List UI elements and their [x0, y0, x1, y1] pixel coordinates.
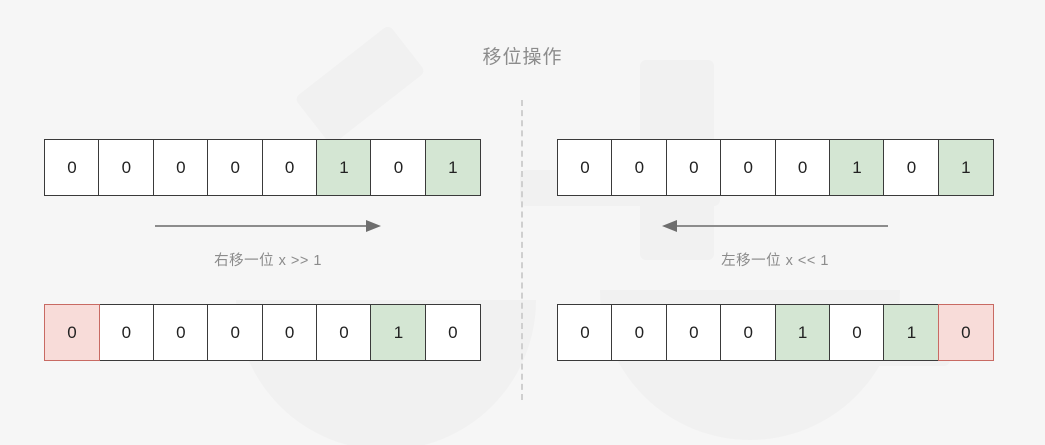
- bit-cell: 0: [665, 139, 722, 196]
- bit-cell: 0: [261, 304, 318, 361]
- panel-divider: [521, 100, 523, 400]
- bit-cell: 0: [152, 139, 209, 196]
- bit-cell: 0: [883, 139, 940, 196]
- bit-cell: 0: [720, 304, 777, 361]
- bit-cell: 0: [44, 304, 100, 361]
- page-title: 移位操作: [482, 47, 563, 68]
- bit-cell: 0: [316, 304, 373, 361]
- bit-cell: 1: [883, 304, 940, 361]
- bit-cell: 0: [424, 304, 481, 361]
- bit-cell: 0: [774, 139, 831, 196]
- bit-cell: 0: [665, 304, 722, 361]
- bit-cell: 0: [557, 304, 613, 361]
- bit-cell: 1: [774, 304, 831, 361]
- bit-cell: 0: [829, 304, 886, 361]
- bit-cell: 0: [98, 304, 155, 361]
- bit-cell: 0: [557, 139, 613, 196]
- bit-cell: 0: [152, 304, 209, 361]
- bit-cell: 0: [207, 139, 264, 196]
- bit-cell: 0: [98, 139, 155, 196]
- bit-cell: 0: [207, 304, 264, 361]
- bit-cell: 1: [937, 139, 994, 196]
- right-panel-operation-label: 左移一位 x << 1: [721, 253, 829, 269]
- bit-cell: 0: [44, 139, 100, 196]
- arrow-right-icon: [155, 217, 381, 235]
- bit-cell: 0: [370, 139, 427, 196]
- bit-cell: 1: [316, 139, 373, 196]
- bit-cell: 0: [261, 139, 318, 196]
- bit-cell: 0: [611, 304, 668, 361]
- bit-cell: 0: [937, 304, 994, 361]
- bit-cell: 0: [720, 139, 777, 196]
- left-panel-operation-label: 右移一位 x >> 1: [214, 253, 322, 269]
- bit-cell: 1: [829, 139, 886, 196]
- bit-cell: 1: [424, 139, 481, 196]
- bit-cell: 0: [611, 139, 668, 196]
- bit-cell: 1: [370, 304, 427, 361]
- arrow-left-icon: [662, 217, 888, 235]
